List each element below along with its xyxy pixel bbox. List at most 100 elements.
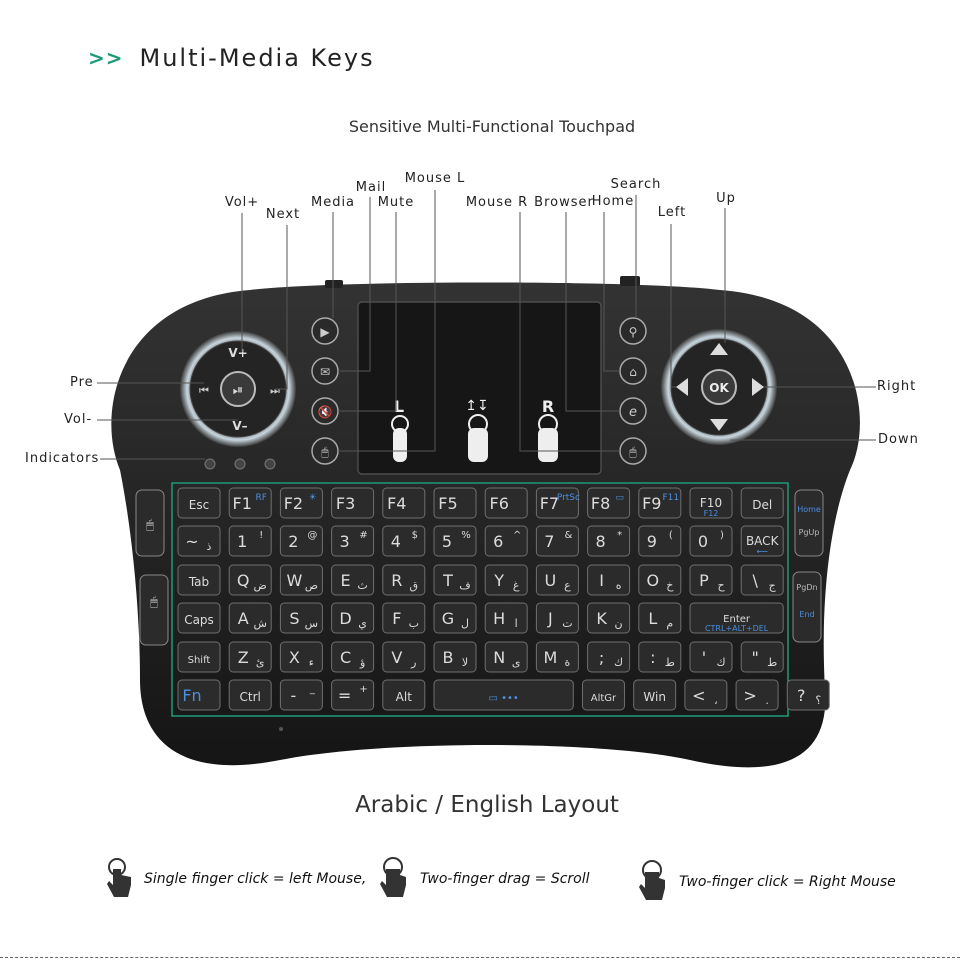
key-cap <box>735 679 779 711</box>
key-arabic-label: ك <box>716 656 725 669</box>
key-arabic-label: ص <box>305 579 318 592</box>
key-label: < <box>692 686 705 705</box>
label-vol-plus: Vol+ <box>224 195 260 210</box>
key-secondary-label: ( <box>669 530 673 541</box>
key-secondary-label: F11 <box>662 493 679 503</box>
key: :ط <box>638 641 682 673</box>
mouse-icon: 🖱 <box>150 595 158 610</box>
key-area-frame <box>171 482 789 717</box>
label-left: Left <box>657 205 687 220</box>
key-cap <box>433 564 477 596</box>
key-label: Shift <box>188 655 211 666</box>
side-mouse-key-top <box>135 489 165 557</box>
key-cap <box>740 641 784 673</box>
key-cap <box>740 487 784 519</box>
key-cap <box>279 679 323 711</box>
key: AltGr <box>581 679 625 711</box>
key-arabic-label: ط <box>665 656 675 669</box>
section-header: >> Multi-Media Keys <box>88 44 375 72</box>
key-label: F <box>392 609 401 628</box>
chevron-icon: >> <box>88 46 124 70</box>
key-arabic-label: ي <box>358 617 367 630</box>
key-secondary-label: _ <box>309 684 316 695</box>
page-title: Multi-Media Keys <box>139 44 375 72</box>
key-label: F8 <box>591 494 610 513</box>
key-cap <box>331 525 375 557</box>
key-label: 3 <box>340 532 350 551</box>
key-secondary-label: ▭ <box>615 493 624 503</box>
key-label: Enter <box>723 614 751 625</box>
key-cap <box>331 487 375 519</box>
key-arabic-label: ر <box>410 656 416 669</box>
key: 3# <box>331 525 375 557</box>
key: 1! <box>228 525 272 557</box>
key-arabic-label: ع <box>564 579 571 592</box>
key: F8 ▭ <box>587 487 631 519</box>
callout-line-mute <box>338 212 397 412</box>
label-vol-minus: Vol- <box>64 412 93 427</box>
key-label: 1 <box>237 532 247 551</box>
label-indicators: Indicators <box>25 451 100 466</box>
key-cap <box>382 487 426 519</box>
key-arabic-label: لا <box>462 656 468 669</box>
key: Ctrl <box>228 679 272 711</box>
key-cap <box>382 525 426 557</box>
key-secondary-label: + <box>359 684 367 695</box>
key-label: F5 <box>438 494 457 513</box>
key-arabic-label: م <box>666 617 673 630</box>
key-cap <box>177 641 221 673</box>
label-media: Media <box>310 195 356 210</box>
key-cap <box>331 641 375 673</box>
key-arabic-label: ك <box>614 656 623 669</box>
label-next: Next <box>265 207 301 222</box>
label-search: Search <box>610 177 662 192</box>
key-cap <box>689 641 733 673</box>
key-cap <box>689 602 784 634</box>
key-label: W <box>286 571 302 590</box>
key: Shift <box>177 641 221 673</box>
key-cap <box>433 679 574 711</box>
label-right: Right <box>877 379 917 394</box>
key: Alt <box>382 679 426 711</box>
key-cap <box>382 602 426 634</box>
touchpad-subtitle: Sensitive Multi-Functional Touchpad <box>348 117 636 136</box>
play-pause-icon: ⏯ <box>233 383 243 398</box>
hint-single-click: Single finger click = left Mouse, <box>104 857 366 901</box>
hand-icon <box>468 414 488 462</box>
key: F6 <box>484 487 528 519</box>
left-media-buttons: ▶ ✉ 🔇 🖱 <box>311 317 339 465</box>
volume-dial: ⏯ ⏮ ⏭ V+ V– <box>180 331 296 447</box>
key-secondary-label: F12 <box>704 509 719 518</box>
touchpad-right-glyph: R <box>542 397 554 416</box>
key-arabic-label: خ <box>666 579 674 592</box>
key-secondary-label: ! <box>259 530 263 541</box>
key: 7& <box>535 525 579 557</box>
touchpad-left-glyph: L <box>394 397 404 416</box>
key-label: S <box>289 609 299 628</box>
key-secondary-label: ☀ <box>308 493 316 503</box>
label-browser: Browser <box>534 195 594 210</box>
key-cap <box>689 525 733 557</box>
key-label: O <box>647 571 660 590</box>
key-label: Z <box>238 648 249 667</box>
key-label: \ <box>753 571 759 590</box>
browser-icon: e <box>629 405 637 420</box>
key-cap <box>279 525 323 557</box>
key-arabic-label: ذ <box>207 540 212 553</box>
key-cap <box>484 564 528 596</box>
key-label: Fn <box>182 686 201 705</box>
hint-text: Two-finger drag = Scroll <box>420 871 590 887</box>
key: 0) <box>689 525 733 557</box>
key: ~ذ <box>177 525 221 557</box>
